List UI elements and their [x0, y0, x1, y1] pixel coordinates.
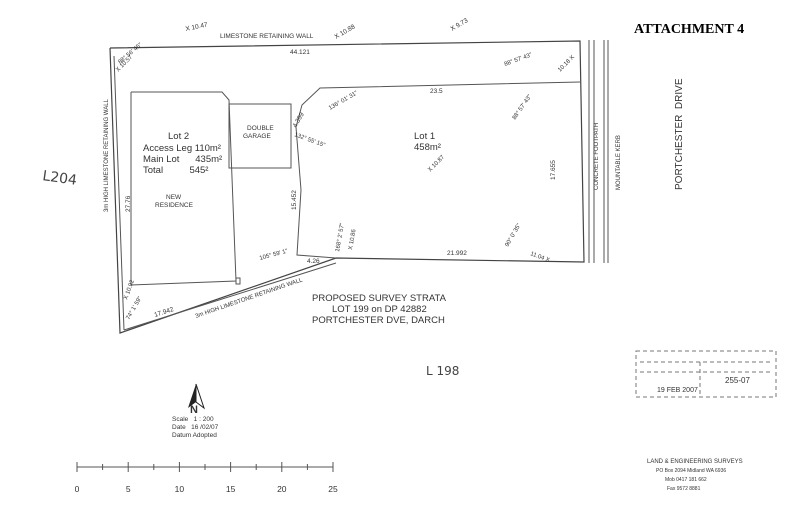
- surveyor-address: PO Box 2094 Midland WA 6936: [656, 468, 726, 474]
- spot-level-top-left: X 10.47: [185, 21, 209, 33]
- lot2-main-lot: Main Lot 435m²: [143, 154, 222, 165]
- bottom-wall-line: [123, 262, 337, 331]
- double-garage-outline: [228, 103, 292, 169]
- scale-bar-label: 15: [226, 484, 236, 494]
- scale-bar-ticks: [76, 462, 334, 472]
- lot1-title: Lot 1: [414, 131, 435, 142]
- kerb-label: MOUNTABLE KERB: [616, 135, 622, 190]
- date-label: Date 16 /02/07: [172, 424, 219, 431]
- lot2-title: Lot 2: [168, 131, 189, 142]
- scale-bar-label: 10: [175, 484, 185, 494]
- garage-label-line2: GARAGE: [243, 133, 271, 140]
- survey-title-line3: PORTCHESTER DVE, DARCH: [312, 315, 445, 326]
- spot-level-right-top: 10.18 X: [557, 55, 576, 74]
- step-b-length: 4.26: [307, 258, 320, 265]
- angle-step-top: 136° 01' 31": [328, 90, 359, 111]
- angle-bottom-right: 90° 0' 35": [505, 223, 523, 248]
- spot-level-top-mid: X 10.88: [334, 23, 357, 40]
- top-wall-label: LIMESTONE RETAINING WALL: [220, 33, 314, 40]
- lot1-top-length: 23.5: [430, 88, 443, 95]
- left-depth-label: 27.76: [125, 195, 132, 212]
- angle-top-right: 88° 57' 43": [504, 52, 533, 68]
- surveyor-name: LAND & ENGINEERING SURVEYS: [647, 459, 743, 465]
- bottom-wall-label: 3m HIGH LIMESTONE RETAINING WALL: [195, 277, 304, 320]
- north-label: N: [190, 404, 198, 416]
- scale-bar-labels: 0 5 10 15 20 25: [75, 484, 338, 494]
- scale-label: Scale 1 : 200: [172, 416, 214, 423]
- scale-bar-label: 25: [328, 484, 338, 494]
- lot-divider-length: 15.452: [291, 190, 298, 210]
- scale-bar-label: 5: [126, 484, 131, 494]
- angle-right-mid: 88° 57' 43": [512, 94, 534, 121]
- surveyor-mobile: Mob 0417 181 662: [665, 477, 707, 483]
- angle-bottom-mid: 105° 59' 1": [259, 249, 289, 262]
- parcel-boundary: [109, 40, 585, 334]
- surveyor-fax: Fax 9572 8881: [667, 486, 701, 492]
- residence-label-line2: RESIDENCE: [155, 202, 194, 209]
- stamp-ref: 255-07: [725, 376, 750, 385]
- angle-step-mid: 132° 55' 15": [293, 132, 325, 149]
- spot-level-top-right: X 9.73: [450, 17, 470, 33]
- lot1-area: 458m²: [414, 142, 441, 153]
- survey-title-line1: PROPOSED SURVEY STRATA: [312, 293, 447, 304]
- handwritten-lot-left: L204: [41, 168, 78, 189]
- lot-divider-line: [295, 81, 581, 259]
- spot-level-bottom-right: 11.04 X: [529, 251, 550, 264]
- footpath-label: CONCRETE FOOTPATH: [594, 123, 600, 190]
- wall-footing: [235, 277, 241, 285]
- residence-outline: [130, 91, 237, 286]
- lot1-bottom-length: 21.992: [447, 250, 467, 257]
- left-wall-line: [113, 55, 125, 331]
- spot-level-lot-join: X 10.86: [348, 228, 358, 250]
- received-stamp: [635, 350, 777, 398]
- street-name-label: PORTCHESTER DRIVE: [674, 78, 685, 190]
- left-wall-label: 3m HIGH LIMESTONE RETAINING WALL: [104, 98, 110, 212]
- spot-level-lot1-center: X 10.87: [427, 154, 446, 173]
- angle-lot-join: 168° 2' 57": [335, 223, 346, 253]
- garage-label-line1: DOUBLE: [247, 125, 274, 132]
- attachment-label: ATTACHMENT 4: [634, 22, 744, 37]
- lot2-access-leg: Access Leg 110m²: [143, 143, 221, 154]
- scale-bar-label: 0: [75, 484, 80, 494]
- lot2-total: Total 545²: [143, 165, 208, 176]
- north-arrow-icon: [188, 383, 205, 410]
- lot1-right-length: 17.655: [550, 160, 557, 180]
- spot-level-bottom-left: X 10.92: [123, 279, 136, 301]
- top-length-label: 44.121: [290, 49, 310, 56]
- handwritten-lot-bottom: L 198: [426, 364, 459, 378]
- residence-label-line1: NEW: [166, 194, 182, 201]
- step-a-length: 4.399: [292, 111, 306, 129]
- datum-label: Datum Adopted: [172, 432, 217, 439]
- stamp-date: 19 FEB 2007: [657, 387, 698, 394]
- survey-title-line2: LOT 199 on DP 42882: [332, 304, 427, 315]
- scale-bar-label: 20: [277, 484, 287, 494]
